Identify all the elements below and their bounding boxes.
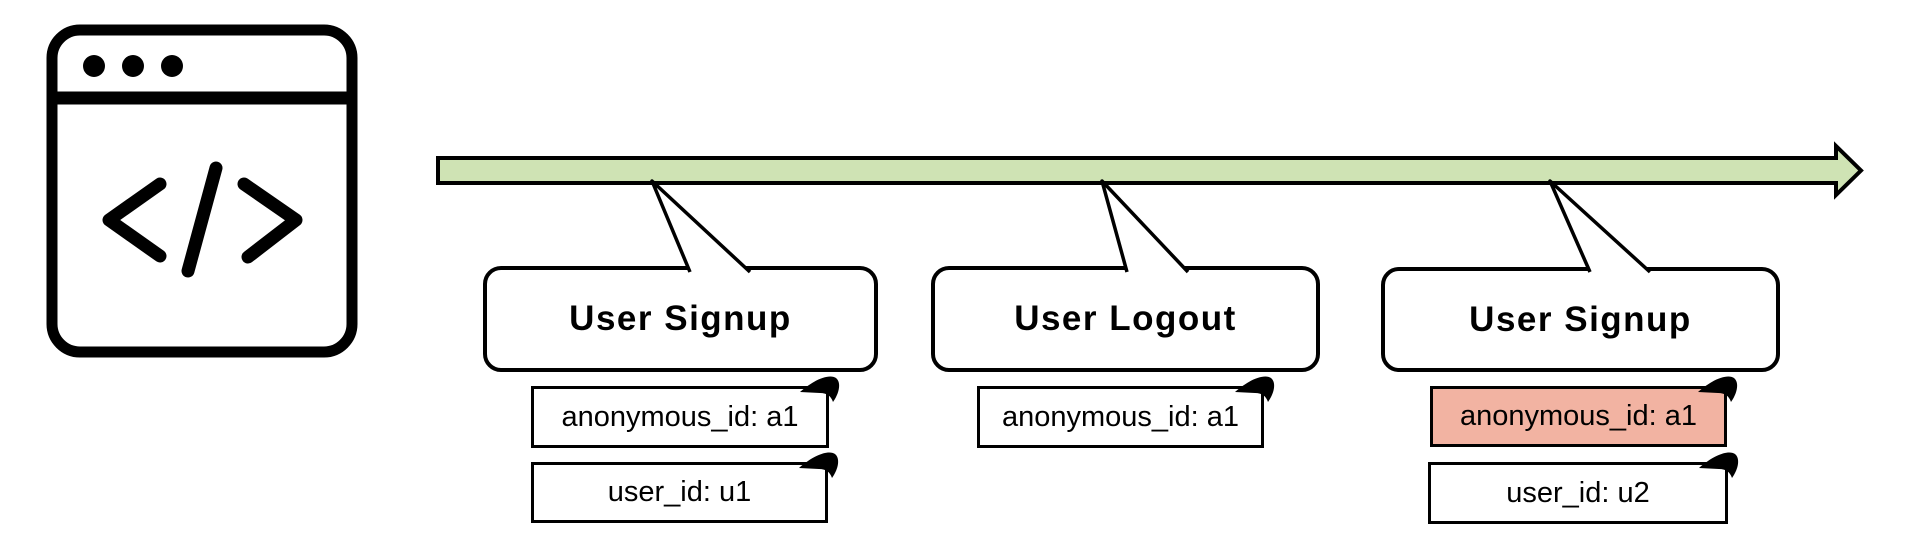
property-note: user_id: u2: [1428, 452, 1739, 524]
event-bubble-user-logout: User Logout: [931, 266, 1320, 372]
property-text: user_id: u2: [1506, 476, 1650, 509]
event-bubble-user-signup-2: User Signup: [1381, 267, 1780, 372]
browser-window-frame: [46, 24, 358, 358]
property-text: anonymous_id: a1: [1002, 400, 1239, 433]
event-title: User Logout: [1014, 299, 1237, 338]
property-note-highlighted: anonymous_id: a1: [1430, 376, 1738, 447]
property-text: anonymous_id: a1: [561, 400, 799, 433]
code-glyph-icon: [102, 161, 303, 278]
folded-corner-icon: [1235, 376, 1275, 402]
folded-corner-icon: [800, 376, 840, 402]
event-bubble-user-signup-1: User Signup: [483, 266, 878, 372]
property-text: anonymous_id: a1: [1460, 400, 1697, 432]
event-title: User Signup: [1469, 299, 1692, 339]
property-note: user_id: u1: [531, 452, 839, 523]
folded-corner-icon: [799, 452, 839, 478]
timeline-arrow: [436, 141, 1864, 200]
folded-corner-icon: [1699, 452, 1739, 478]
folded-corner-icon: [1698, 376, 1738, 402]
property-text: user_id: u1: [607, 476, 752, 508]
browser-dot-icon: [161, 55, 183, 77]
browser-dot-icon: [83, 55, 105, 77]
browser-dot-icon: [122, 55, 144, 77]
event-title: User Signup: [569, 299, 792, 338]
property-note: anonymous_id: a1: [977, 376, 1275, 448]
browser-code-icon: [46, 24, 358, 358]
property-note: anonymous_id: a1: [531, 376, 840, 448]
